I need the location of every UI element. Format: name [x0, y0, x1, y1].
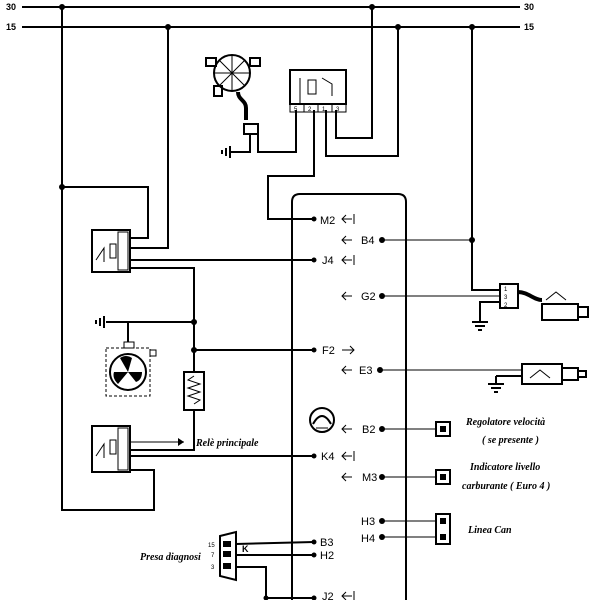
pin-m3: M3 [362, 472, 377, 484]
ground-icon [488, 383, 504, 393]
sensor-body [521, 363, 563, 385]
upper-relay [91, 229, 317, 322]
pin-j2: J2 [322, 591, 334, 600]
pin-j4: J4 [322, 255, 334, 267]
diag-pin-15: 15 [208, 543, 215, 549]
indicatore-label-2: carburante ( Euro 4 ) [462, 481, 550, 492]
wire-diag-pin3 [236, 566, 267, 598]
ground-icon [472, 321, 488, 331]
rail-30-label-right: 30 [524, 2, 534, 12]
rail-15-label-right: 15 [524, 22, 534, 32]
top-relay-pin-5: 5 [294, 107, 298, 113]
ecu-pins: M2 B4 J4 G2 F2 E3 B2 K4 M3 H3 H4 [311, 214, 522, 600]
pin-g2: G2 [361, 291, 376, 303]
ground-icon [221, 146, 231, 158]
pin-b4: B4 [361, 235, 374, 247]
wire-rail15-top-relay [325, 27, 399, 157]
right-connectors: Regolatore velocità ( se presente ) Indi… [435, 417, 550, 545]
diag-pin-3: 3 [211, 565, 215, 571]
pin-h4: H4 [361, 533, 375, 545]
fan-housing [105, 347, 151, 397]
pin-e3: E3 [359, 365, 372, 377]
connector-linea-can [435, 513, 451, 545]
relay-coil-icon [109, 243, 117, 259]
fan-icon [109, 353, 147, 391]
pin-m2: M2 [320, 215, 335, 227]
power-rails: 30 15 30 15 [6, 2, 534, 32]
wire-pump-ground [230, 134, 251, 153]
sensor-body [541, 303, 579, 321]
rail-15-label-left: 15 [6, 22, 16, 32]
relay-switch-icon [321, 77, 333, 96]
indicatore-label-1: Indicatore livello [469, 462, 540, 473]
wire-upper-relay-down [130, 267, 195, 322]
wire-top-relay-m2 [267, 110, 315, 220]
pin-b2: B2 [362, 424, 375, 436]
sensor-pin-3: 3 [504, 295, 508, 301]
rail-30-label-left: 30 [6, 2, 16, 12]
rele-principale-label: Relè principale [195, 438, 259, 449]
pin-f2: F2 [322, 345, 335, 357]
main-relay: Relè principale [91, 425, 317, 473]
diag-connector-body [219, 530, 237, 582]
top-relay-pin-2: 2 [308, 107, 312, 113]
wire-rail30-left [61, 7, 155, 511]
pin-h2: H2 [320, 550, 334, 562]
wire-rail15-sensor [471, 27, 500, 291]
relay-body [91, 229, 131, 273]
speed-sensor: 1 3 2 [472, 283, 589, 331]
diag-pin-7: 7 [211, 553, 215, 559]
connector-indicatore [435, 469, 451, 485]
wire-to-f2 [193, 322, 314, 351]
temperature-sensor [488, 363, 587, 393]
wire-diag-b3 [235, 541, 315, 545]
pump-connector [243, 123, 259, 135]
arrow-right-icon [178, 438, 184, 446]
resistor-icon [183, 371, 205, 411]
diag-k-label: K [242, 544, 249, 554]
pin-h3: H3 [361, 516, 375, 528]
top-relay-pin-1: 1 [322, 107, 326, 113]
regolatore-label-2: ( se presente ) [482, 435, 539, 446]
fan-group [95, 316, 317, 451]
wire-rail30-top-relay [335, 7, 373, 139]
relay-body [91, 425, 131, 473]
wire-top-relay-pump [257, 110, 297, 153]
presa-diagnosi-label: Presa diagnosi [140, 552, 201, 563]
relay-coil-icon [109, 439, 117, 455]
wire-to-upper-relay [62, 186, 149, 239]
connector-regolatore [435, 421, 451, 437]
relay-coil-icon [307, 79, 317, 95]
regolatore-label-1: Regolatore velocità [465, 417, 545, 428]
top-relay: 5 2 1 3 [289, 69, 347, 113]
linea-can-label: Linea Can [467, 525, 512, 536]
ecu-box [291, 193, 407, 600]
fuel-pump [205, 54, 261, 158]
sensor-pin-1: 1 [504, 287, 508, 293]
wire-rail15-relay [130, 27, 169, 249]
pin-b3: B3 [320, 537, 333, 549]
sensor-connector [499, 283, 519, 309]
pin-k4: K4 [321, 451, 334, 463]
warning-lamp-icon [309, 407, 335, 433]
top-relay-pin-3: 3 [336, 107, 340, 113]
relay-body [289, 69, 347, 105]
main-wires [59, 7, 500, 511]
sensor-pin-2: 2 [504, 303, 508, 309]
ground-icon [95, 316, 105, 328]
diagnostic-connector: Presa diagnosi 15 7 3 K [140, 530, 317, 600]
